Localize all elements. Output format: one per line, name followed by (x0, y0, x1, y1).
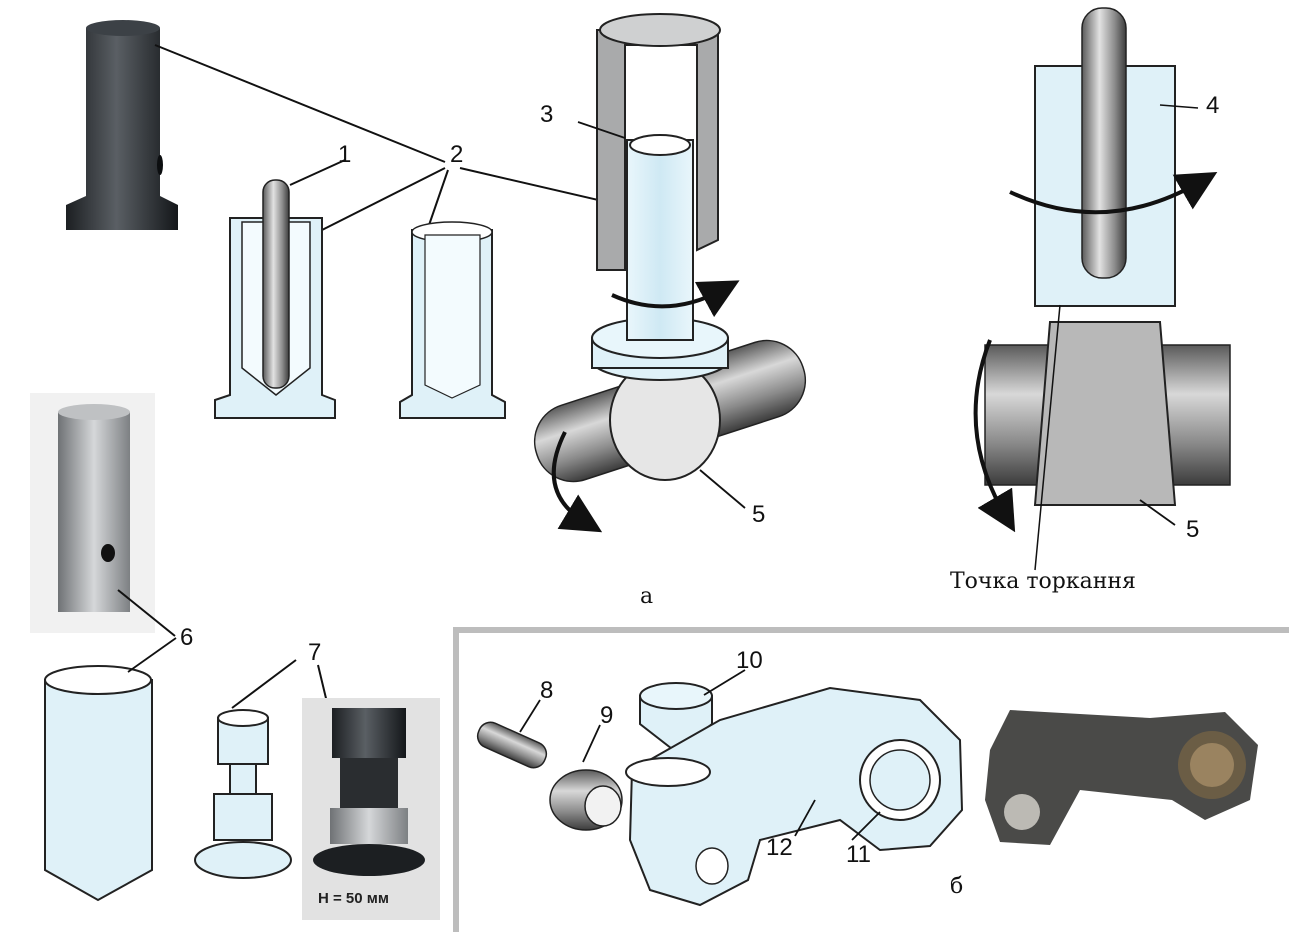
subfigure-b-label: б (950, 874, 963, 899)
callout-11: 11 (846, 841, 871, 868)
leader-lines-b (127, 121, 1176, 841)
contact-point-caption: Точка торкання (950, 569, 1136, 594)
leader-lines-2 (154, 44, 651, 231)
callout-1: 1 (338, 141, 351, 168)
tappet-part-6 (44, 665, 153, 902)
callout-4: 4 (1206, 92, 1219, 119)
callout-8: 8 (540, 677, 553, 704)
photo-dark-tappet (66, 20, 178, 230)
contact-point-assembly (973, 7, 1231, 571)
tappet-part-7 (194, 659, 331, 879)
callout-3: 3 (540, 101, 553, 128)
subfigure-a-label: а (640, 584, 653, 609)
callout-9: 9 (600, 702, 613, 729)
photo-part-7 (302, 698, 440, 920)
lapping-assembly-a (533, 13, 807, 533)
tappet-cutaway-plain (399, 221, 506, 419)
callout-2: 2 (450, 141, 463, 168)
callout-10: 10 (736, 647, 763, 674)
rocker-arm-assembly (476, 682, 964, 907)
section-b-frame (453, 627, 1289, 932)
callout-5-a: 5 (752, 501, 765, 528)
tappet-cutaway-with-rod (214, 179, 336, 419)
callout-6: 6 (180, 624, 193, 651)
height-label: H = 50 мм (318, 890, 389, 907)
photo-steel-tappet (30, 393, 176, 637)
callout-5-b: 5 (1186, 516, 1199, 543)
photo-rocker-arm (985, 710, 1258, 845)
callout-12: 12 (766, 834, 793, 861)
callout-7: 7 (308, 639, 321, 666)
